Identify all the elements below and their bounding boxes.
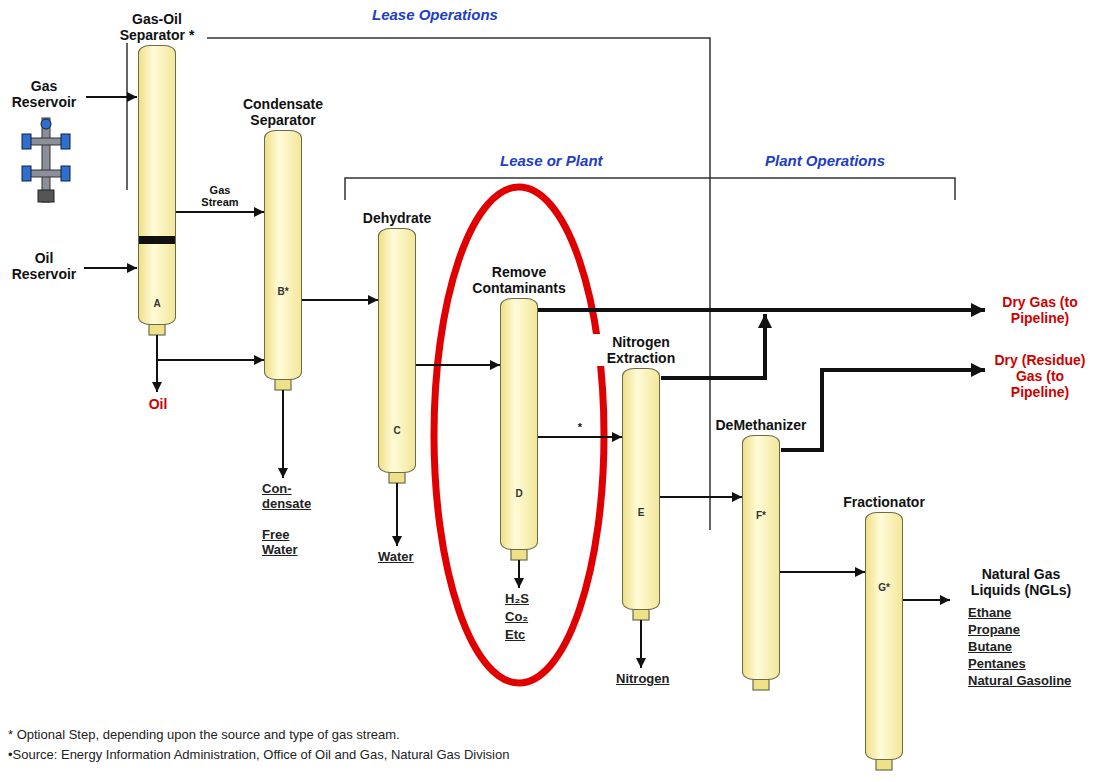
product-label: Natural Gas Liquids (NGLs) xyxy=(955,566,1087,598)
flow-connector xyxy=(660,496,742,498)
product-label: Water xyxy=(378,550,414,565)
process-vessel: Remove ContaminantsD xyxy=(500,298,538,550)
product-label: Etc xyxy=(505,628,525,643)
highlight-ellipse xyxy=(434,187,604,683)
source-label: Oil Reservoir xyxy=(6,250,82,282)
flow-connector xyxy=(302,299,378,301)
source-label: Gas Reservoir xyxy=(6,78,82,110)
section-label: Plant Operations xyxy=(765,152,885,169)
flow-connector xyxy=(416,364,500,366)
process-vessel: DehydrateC xyxy=(378,228,416,473)
flow-connector xyxy=(780,571,865,573)
connector-label: Gas Stream xyxy=(196,184,244,208)
vessel-letter: A xyxy=(139,298,175,309)
separator-band xyxy=(139,236,175,244)
flow-connector xyxy=(157,335,264,360)
product-label: H₂S xyxy=(505,592,529,607)
footnote: * Optional Step, depending upon the sour… xyxy=(8,728,400,743)
section-label: Lease Operations xyxy=(372,6,498,23)
product-label: Con- densate xyxy=(262,482,320,512)
vessel-letter: E xyxy=(623,507,659,518)
vessel-letter: F* xyxy=(743,510,779,521)
product-label: Pentanes xyxy=(968,657,1026,672)
product-label: Free Water xyxy=(262,528,312,558)
product-label: Butane xyxy=(968,640,1012,655)
step-heading: Fractionator xyxy=(843,494,925,510)
vessel-letter: G* xyxy=(866,582,902,593)
step-heading: Gas-Oil Separator * xyxy=(107,11,207,43)
flow-connector xyxy=(176,211,264,213)
bracket-line xyxy=(345,178,955,200)
product-label: Natural Gasoline xyxy=(968,674,1071,689)
flow-connector xyxy=(538,436,622,438)
product-label: Oil xyxy=(142,396,174,412)
process-vessel: DeMethanizerF* xyxy=(742,435,780,680)
step-heading: Dehydrate xyxy=(363,210,431,226)
footnote: •Source: Energy Information Administrati… xyxy=(8,748,509,763)
vessel-letter: B* xyxy=(265,286,301,297)
separator-vessel: Gas-Oil Separator *A xyxy=(138,45,176,325)
connector-label: * xyxy=(573,421,587,433)
product-label: Dry Gas (to Pipeline) xyxy=(990,294,1090,326)
separator-vessel: Condensate SeparatorB* xyxy=(264,130,302,380)
vessel-letter: C xyxy=(379,425,415,436)
product-label: Dry (Residue) Gas (to Pipeline) xyxy=(990,352,1090,400)
product-label: Co₂ xyxy=(505,610,528,625)
step-heading: DeMethanizer xyxy=(715,417,806,433)
step-heading: Condensate Separator xyxy=(233,96,333,128)
section-label: Lease or Plant xyxy=(500,152,603,169)
product-label: Propane xyxy=(968,623,1020,638)
product-label: Ethane xyxy=(968,606,1011,621)
pipeline-arrows xyxy=(538,310,985,450)
step-heading: Nitrogen Extraction xyxy=(591,334,691,366)
step-heading: Remove Contaminants xyxy=(464,264,574,296)
process-vessel: Nitrogen ExtractionE xyxy=(622,368,660,610)
product-label: Nitrogen xyxy=(616,672,669,687)
process-vessel: FractionatorG* xyxy=(865,512,903,760)
vessel-letter: D xyxy=(501,488,537,499)
wellhead-icon xyxy=(22,118,70,202)
